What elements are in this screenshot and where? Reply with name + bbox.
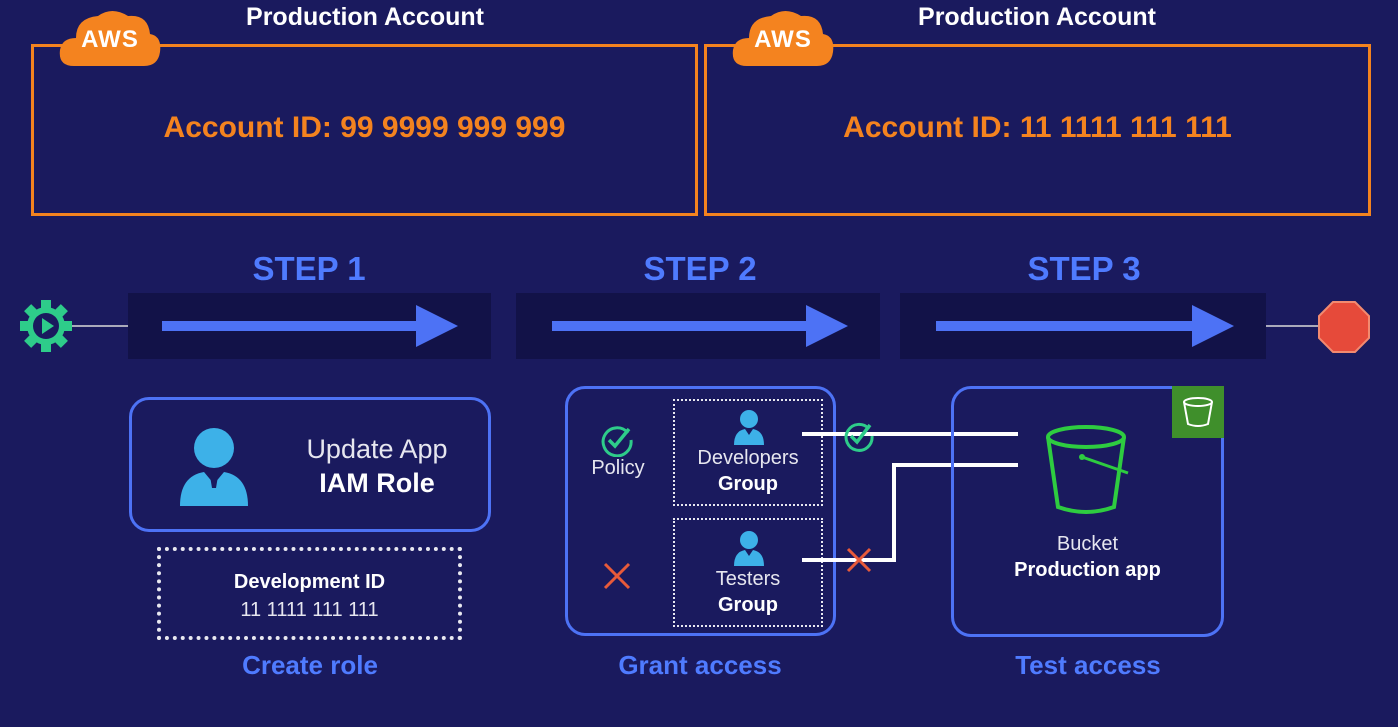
- user-icon: [733, 409, 765, 445]
- testers-group-name: Testers: [715, 568, 781, 590]
- testers-group-box: Testers Group: [673, 518, 823, 627]
- bucket-type: Bucket: [1056, 533, 1119, 555]
- step-3-title: STEP 3: [1027, 250, 1141, 287]
- aws-badge-label: AWS: [754, 26, 812, 53]
- step-2-caption: Grant access: [618, 650, 782, 680]
- account-id-1: Account ID: 99 9999 999 999: [163, 111, 566, 144]
- development-id-title: Development ID: [233, 571, 386, 593]
- gear-play-icon: [18, 298, 74, 354]
- step-1-arrow-bar: [128, 293, 491, 359]
- right-arrow-icon: [552, 305, 848, 347]
- stop-octagon-icon: [1317, 300, 1371, 354]
- developers-group-type: Group: [718, 473, 778, 495]
- check-icon: [600, 423, 634, 458]
- account-box-2: Account ID: 11 1111 111 111: [704, 44, 1371, 216]
- testers-connector-line-v: [892, 463, 896, 562]
- role-name: Update App: [306, 434, 448, 464]
- testers-connector-line-h2: [892, 463, 1018, 467]
- bucket-name: Production app: [1014, 559, 1161, 581]
- step-3-arrow-bar: [900, 293, 1266, 359]
- bucket-card: Bucket Production app: [951, 386, 1224, 637]
- end-connector-line: [1266, 325, 1324, 327]
- step-1-title: STEP 1: [252, 250, 366, 287]
- development-id-value: 11 1111 111 111: [240, 599, 379, 621]
- right-arrow-icon: [162, 305, 458, 347]
- user-icon: [733, 530, 765, 566]
- account-id-2: Account ID: 11 1111 111 111: [843, 111, 1232, 144]
- right-arrow-icon: [936, 305, 1234, 347]
- development-id-box: Development ID 11 1111 111 111: [157, 547, 462, 640]
- bucket-icon: [1042, 421, 1138, 517]
- step-3-caption: Test access: [1015, 650, 1161, 680]
- aws-cloud-icon: AWS: [729, 6, 837, 68]
- check-icon: [843, 420, 875, 452]
- step-2-title: STEP 2: [643, 250, 757, 287]
- aws-badge-label: AWS: [81, 26, 139, 53]
- cross-icon: [602, 561, 632, 591]
- aws-cloud-icon: AWS: [56, 6, 164, 68]
- start-connector-line: [66, 325, 128, 327]
- developers-group-name: Developers: [697, 447, 799, 469]
- developers-connector-line: [802, 432, 1018, 436]
- testers-group-type: Group: [718, 594, 778, 616]
- developers-group-box: Developers Group: [673, 399, 823, 506]
- step-1-caption: Create role: [242, 650, 378, 680]
- account-title-2: Production Account: [918, 3, 1156, 31]
- s3-icon: [1172, 386, 1224, 438]
- user-icon: [178, 426, 250, 506]
- policy-label: Policy: [591, 457, 645, 479]
- grant-access-card: Policy: [565, 386, 836, 636]
- role-type: IAM Role: [319, 468, 435, 498]
- step-2-arrow-bar: [516, 293, 880, 359]
- iam-role-card: Update App IAM Role: [129, 397, 491, 532]
- account-box-1: Account ID: 99 9999 999 999: [31, 44, 698, 216]
- account-title-1: Production Account: [246, 3, 484, 31]
- testers-connector-line-h1: [802, 558, 896, 562]
- cross-icon: [845, 546, 873, 574]
